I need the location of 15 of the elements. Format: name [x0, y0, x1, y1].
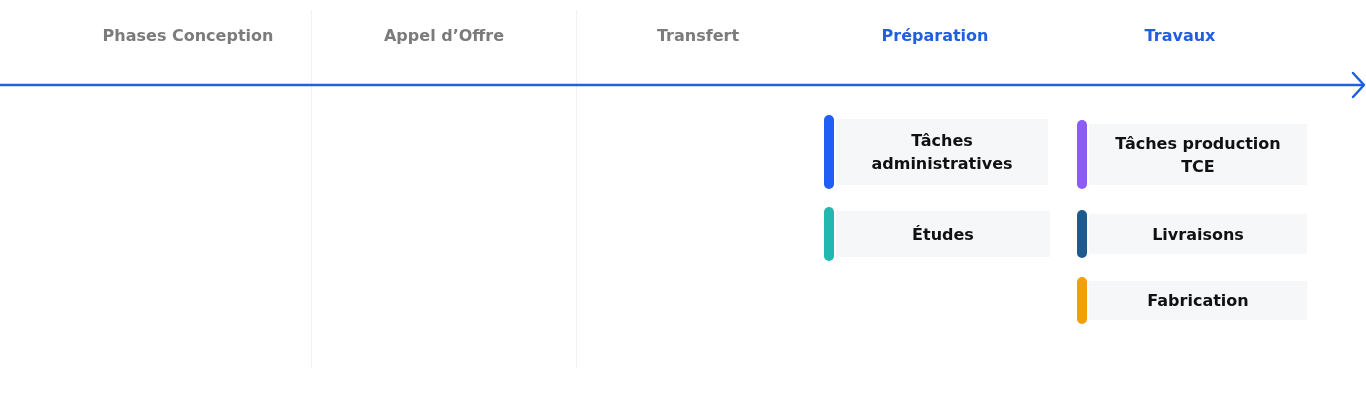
task-card: [824, 207, 1050, 261]
phase-heading: Préparation: [881, 25, 989, 47]
phase-heading: Appel d’Offre: [384, 25, 504, 47]
task-card: [824, 115, 1048, 189]
card-title: Fabrication: [1147, 290, 1249, 312]
card-title: Livraisons: [1152, 223, 1244, 246]
phase-heading: Travaux: [1144, 25, 1216, 47]
card-title: Tâches production TCE: [1114, 132, 1282, 178]
phase-heading: Transfert: [656, 25, 740, 47]
card-title: Études: [912, 223, 974, 246]
phase-heading: Phases Conception: [102, 25, 274, 47]
task-card: [1077, 210, 1307, 258]
task-card: [1077, 120, 1307, 189]
task-card: [1077, 277, 1307, 324]
card-title: Tâches administratives: [870, 130, 1014, 175]
